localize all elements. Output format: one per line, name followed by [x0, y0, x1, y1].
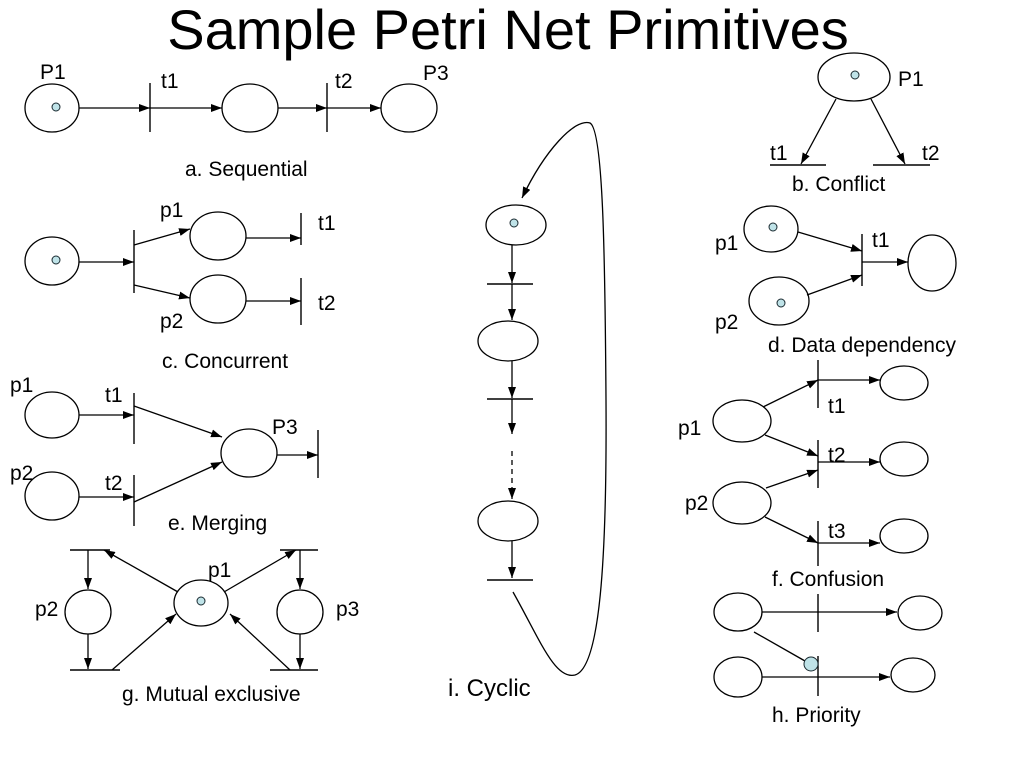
arc [223, 549, 297, 593]
caption: b. Conflict [792, 173, 886, 196]
data-dependency-net: p1 p2 t1 d. Data dependency [715, 205, 957, 357]
place [890, 657, 936, 693]
place [897, 595, 943, 631]
token [51, 102, 61, 112]
place-p1 [24, 391, 80, 439]
merging-net: p1 p2 P3 t1 t2 e. Merging [10, 374, 319, 535]
arc [133, 405, 223, 438]
arc [762, 379, 819, 408]
caption: a. Sequential [185, 158, 308, 181]
token [196, 596, 206, 606]
token [51, 255, 61, 265]
transition-label: t3 [828, 520, 846, 543]
concurrent-net: p1 p2 t1 t2 c. Concurrent [24, 199, 336, 373]
caption: i. Cyclic [448, 675, 531, 702]
sequential-net: P1 t1 t2 P3 a. Sequential [24, 61, 449, 181]
place-label: p2 [715, 311, 738, 334]
place-label: P1 [898, 68, 924, 91]
place-p2 [712, 481, 772, 525]
transition-label: t2 [335, 70, 353, 93]
arc [764, 434, 819, 457]
place-label: p1 [10, 374, 33, 397]
place-label: P3 [423, 62, 449, 85]
arc [133, 284, 191, 300]
arc [764, 516, 819, 544]
token [509, 218, 519, 228]
place-label: p3 [336, 598, 359, 621]
place-label: p2 [685, 492, 708, 515]
arc [103, 549, 179, 593]
place-p3 [276, 589, 324, 635]
token [776, 298, 786, 308]
place-label: p1 [208, 559, 231, 582]
place-label: p2 [35, 598, 58, 621]
inhibitor-arc [753, 631, 806, 662]
place [477, 320, 539, 362]
transition-label: t1 [161, 70, 179, 93]
token [768, 222, 778, 232]
caption: d. Data dependency [768, 334, 956, 357]
transition-label: t2 [318, 292, 336, 315]
place [477, 500, 539, 542]
arc [797, 231, 863, 252]
place [879, 365, 929, 401]
arc [133, 461, 223, 503]
caption: f. Confusion [772, 568, 884, 591]
caption: c. Concurrent [162, 350, 288, 373]
arc [870, 98, 906, 165]
arc [229, 613, 291, 671]
token [850, 70, 860, 80]
place-label: p1 [715, 232, 738, 255]
transition-label: t2 [105, 472, 123, 495]
inhibitor-circle [803, 656, 819, 672]
place [907, 234, 957, 292]
arc [806, 274, 863, 296]
transition-label: t1 [105, 384, 123, 407]
place-label: P3 [272, 416, 298, 439]
transition-label: t2 [922, 142, 940, 165]
place [879, 518, 929, 554]
caption: h. Priority [772, 704, 861, 727]
place-label: p1 [678, 417, 701, 440]
arc [800, 98, 837, 165]
place-p3 [380, 83, 438, 133]
cyclic-net: i. Cyclic [448, 121, 607, 702]
transition-label: t2 [828, 444, 846, 467]
arc [765, 469, 819, 489]
place-label: p1 [160, 199, 183, 222]
feedback-arc [512, 121, 607, 676]
place [713, 656, 763, 698]
transition-label: t1 [770, 142, 788, 165]
place-p1 [189, 211, 247, 261]
caption: e. Merging [168, 512, 267, 535]
place [879, 441, 929, 477]
place-p2 [64, 589, 112, 635]
caption: g. Mutual exclusive [122, 683, 301, 706]
conflict-net: P1 t1 t2 b. Conflict [770, 52, 940, 196]
transition-label: t1 [318, 212, 336, 235]
place-p2 [24, 471, 80, 521]
place-p2 [189, 274, 247, 324]
transition-label: t1 [872, 229, 890, 252]
page-title: Sample Petri Net Primitives [167, 0, 849, 61]
place-label: p2 [160, 310, 183, 333]
place-label: p2 [10, 462, 33, 485]
arc [111, 613, 177, 671]
place [713, 592, 763, 632]
place-p1 [712, 399, 772, 443]
place-label: P1 [40, 61, 66, 84]
arc [133, 228, 191, 246]
place-p3 [220, 428, 278, 478]
priority-net: h. Priority [713, 592, 943, 727]
confusion-net: p1 p2 t1 t2 t3 f. Confusion [678, 360, 929, 591]
place [221, 83, 279, 133]
mutual-exclusive-net: p1 p2 p3 g. Mutual exclusive [35, 549, 359, 706]
transition-label: t1 [828, 395, 846, 418]
